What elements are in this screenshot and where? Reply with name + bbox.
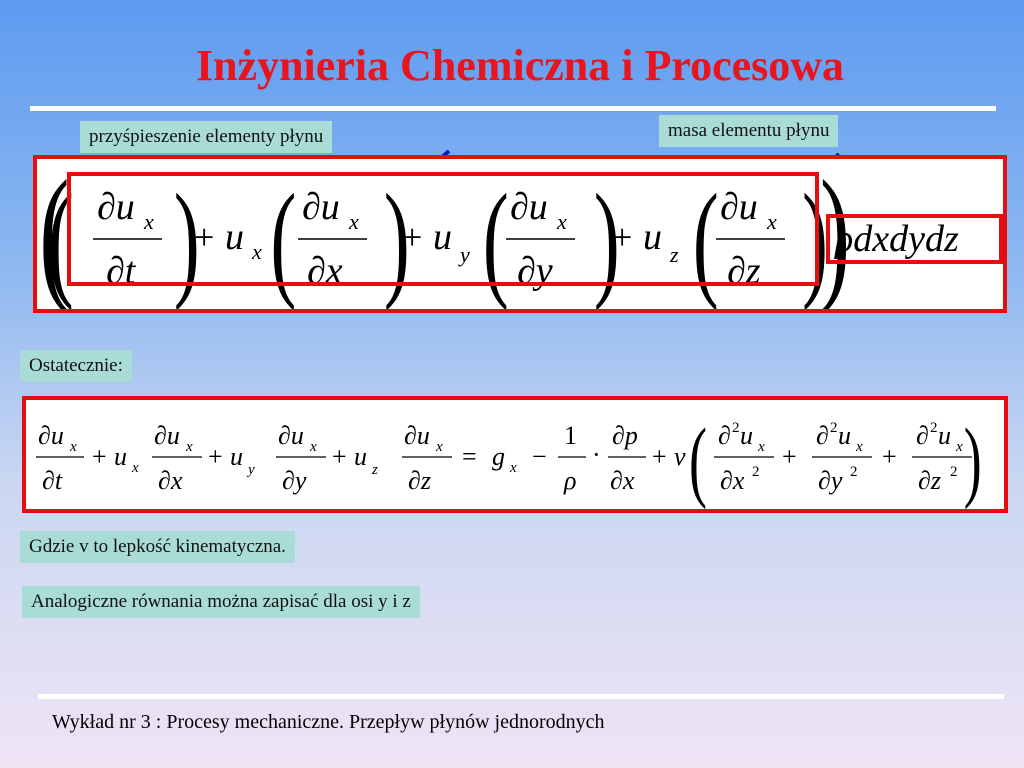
svg-text:∂x: ∂x xyxy=(158,466,183,495)
svg-text:∂u: ∂u xyxy=(154,421,180,450)
footer-text: Wykład nr 3 : Procesy mechaniczne. Przep… xyxy=(52,711,605,733)
svg-text:∂u: ∂u xyxy=(278,421,304,450)
svg-text:∂u: ∂u xyxy=(38,421,64,450)
svg-text:x: x xyxy=(69,439,77,455)
svg-text:+: + xyxy=(652,442,667,471)
svg-text:−: − xyxy=(532,442,547,471)
svg-text:∂p: ∂p xyxy=(612,421,638,450)
svg-text:u: u xyxy=(938,421,951,450)
svg-text:2: 2 xyxy=(930,420,938,436)
finally-label: Ostatecznie: xyxy=(20,350,132,382)
svg-text:u: u xyxy=(230,442,243,471)
svg-text:u: u xyxy=(838,421,851,450)
acceleration-highlight xyxy=(67,172,819,286)
svg-text:u: u xyxy=(740,421,753,450)
svg-text:∂u: ∂u xyxy=(720,186,758,228)
svg-text:+: + xyxy=(612,217,632,257)
svg-text:+: + xyxy=(194,217,214,257)
svg-text:g: g xyxy=(492,442,505,471)
svg-text:+: + xyxy=(92,442,107,471)
svg-text:∂u: ∂u xyxy=(302,186,340,228)
svg-text:ν: ν xyxy=(674,442,686,471)
page-title: Inżynieria Chemiczna i Procesowa xyxy=(195,41,845,90)
svg-text:x: x xyxy=(251,239,262,264)
svg-text:∂x: ∂x xyxy=(720,466,745,495)
svg-text:2: 2 xyxy=(850,464,858,480)
svg-text:2: 2 xyxy=(732,420,740,436)
svg-text:u: u xyxy=(433,216,452,258)
svg-text:ρ: ρ xyxy=(563,466,576,495)
svg-text:∂y: ∂y xyxy=(282,466,307,495)
svg-text:=: = xyxy=(462,442,477,471)
svg-text:x: x xyxy=(556,209,567,234)
svg-text:u: u xyxy=(225,216,244,258)
svg-text:x: x xyxy=(766,209,777,234)
svg-text:u: u xyxy=(354,442,367,471)
title-divider xyxy=(30,106,996,111)
svg-text:∂: ∂ xyxy=(916,421,929,450)
svg-text:∂x: ∂x xyxy=(610,466,635,495)
svg-text:∂t: ∂t xyxy=(42,466,63,495)
svg-text:u: u xyxy=(643,216,662,258)
mass-label: masa elementu płynu xyxy=(659,115,839,147)
svg-text:2: 2 xyxy=(752,464,760,480)
svg-text:2: 2 xyxy=(830,420,838,436)
svg-text:y: y xyxy=(246,462,255,478)
svg-text:u: u xyxy=(114,442,127,471)
svg-text:ρdxdydz: ρdxdydz xyxy=(834,218,959,260)
svg-text:x: x xyxy=(509,460,517,476)
svg-text:(: ( xyxy=(689,411,707,509)
svg-text:x: x xyxy=(309,439,317,455)
svg-text:x: x xyxy=(855,439,863,455)
svg-text:z: z xyxy=(669,242,679,267)
svg-text:∂z: ∂z xyxy=(918,466,941,495)
svg-text:∂: ∂ xyxy=(816,421,829,450)
svg-text:x: x xyxy=(143,209,154,234)
svg-text:∂z: ∂z xyxy=(408,466,431,495)
svg-text:x: x xyxy=(435,439,443,455)
svg-text:∂: ∂ xyxy=(718,421,731,450)
analogous-note: Analogiczne równania można zapisać dla o… xyxy=(22,586,420,618)
svg-text:+: + xyxy=(782,442,797,471)
viscosity-note: Gdzie v to lepkość kinematyczna. xyxy=(20,531,295,563)
svg-text:x: x xyxy=(348,209,359,234)
svg-text:): ) xyxy=(964,411,982,509)
mass-highlight xyxy=(826,214,1003,264)
svg-text:+: + xyxy=(402,217,422,257)
acceleration-label: przyśpieszenie elementy płynu xyxy=(80,121,333,153)
svg-text:x: x xyxy=(131,460,139,476)
svg-text:y: y xyxy=(458,242,470,267)
svg-text:x: x xyxy=(757,439,765,455)
svg-text:+: + xyxy=(882,442,897,471)
svg-text:∂u: ∂u xyxy=(510,186,548,228)
svg-text:+: + xyxy=(208,442,223,471)
svg-text:x: x xyxy=(185,439,193,455)
svg-text:∂u: ∂u xyxy=(97,186,135,228)
svg-text:x: x xyxy=(955,439,963,455)
svg-text:z: z xyxy=(371,462,378,478)
svg-text:+: + xyxy=(332,442,347,471)
svg-text:∂y: ∂y xyxy=(818,466,843,495)
svg-text:∂u: ∂u xyxy=(404,421,430,450)
footer-divider xyxy=(38,694,1004,699)
svg-text:1: 1 xyxy=(564,421,577,450)
svg-text:·: · xyxy=(592,440,601,469)
svg-text:): ) xyxy=(820,159,850,309)
svg-text:(: ( xyxy=(39,159,69,309)
svg-text:2: 2 xyxy=(950,464,958,480)
